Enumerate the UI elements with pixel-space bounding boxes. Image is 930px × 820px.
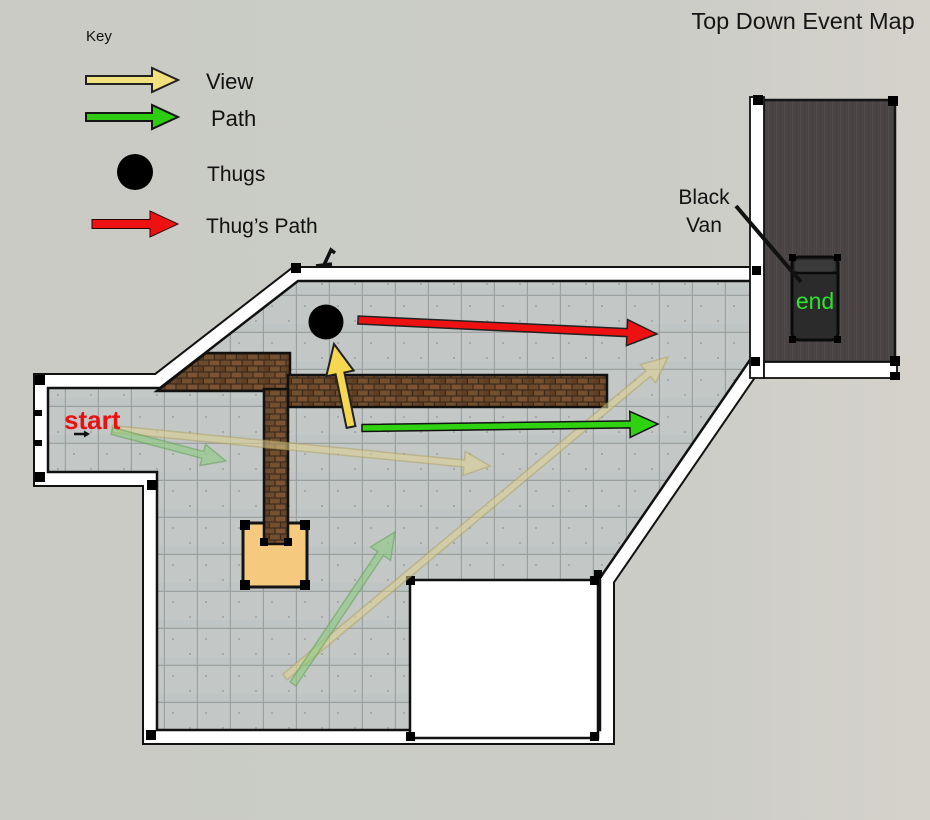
van-label-pointer-line: [734, 204, 803, 284]
thugs-circle-icon: [117, 154, 153, 190]
corner-mark: [300, 520, 310, 530]
legend-label-thugs-path: Thug’s Path: [206, 215, 318, 238]
key-legend: Key View Path Thugs Thug’s Path: [85, 28, 318, 238]
corner-mark: [406, 732, 415, 741]
corner-mark: [752, 266, 761, 275]
corner-mark: [300, 580, 310, 590]
map-text-labels: Top Down Event Map start Black Van end: [64, 8, 915, 435]
door-hinge-mark: [34, 410, 42, 416]
wall-detail-marks: [34, 247, 602, 740]
faded-view-arrow-diagonal: [281, 355, 670, 681]
corner-mark: [406, 576, 415, 585]
view-arrow-icon: [85, 66, 181, 94]
corner-mark: [240, 520, 250, 530]
thug-path-arrow: [357, 315, 659, 347]
corner-mark: [751, 357, 760, 366]
corner-mark: [590, 576, 599, 585]
white-room-floor: [408, 578, 600, 740]
legend-label-view: View: [206, 69, 253, 94]
van-label-line2: Van: [686, 214, 722, 237]
corner-mark: [284, 538, 292, 546]
faded-path-arrow-lower: [289, 530, 396, 688]
thug-marker: [308, 304, 344, 340]
corner-mark: [834, 254, 841, 261]
corner-mark: [890, 356, 900, 366]
faded-path-arrow-from-start: [110, 426, 228, 467]
van-label-line1: Black: [678, 186, 730, 209]
corner-mark: [890, 372, 900, 380]
corner-mark: [35, 472, 45, 482]
corner-mark: [147, 480, 157, 490]
wall-flag-mark: [315, 247, 337, 268]
dark-garage-room: [734, 95, 900, 380]
corner-mark: [291, 263, 301, 273]
corner-mark: [753, 95, 763, 105]
corner-mark: [35, 375, 45, 385]
van-body: [790, 255, 840, 342]
start-tick-mark: [74, 430, 90, 438]
corner-mark: [789, 254, 796, 261]
key-heading: Key: [86, 28, 112, 45]
thug-path-arrow-icon: [91, 210, 180, 238]
page-title: Top Down Event Map: [691, 8, 914, 34]
legend-label-thugs: Thugs: [207, 163, 265, 186]
brick-wall-upper-left: [153, 351, 292, 393]
van-windshield: [795, 260, 835, 272]
view-arrow-to-thug: [324, 341, 357, 430]
building-floorplan: [33, 266, 767, 745]
faded-view-arrow-from-start: [110, 424, 492, 477]
corner-mark: [888, 96, 898, 106]
door-hinge-mark: [34, 440, 42, 446]
path-arrow-icon: [85, 103, 181, 131]
corner-mark: [590, 732, 599, 741]
black-van: [789, 254, 841, 343]
dark-room-bottom-wall: [763, 361, 898, 379]
corner-mark: [594, 570, 602, 578]
corner-mark: [260, 538, 268, 546]
player-path-arrow: [361, 410, 660, 439]
corner-mark: [789, 336, 796, 343]
legend-label-path: Path: [211, 106, 256, 131]
start-label: start: [64, 405, 121, 435]
corner-mark: [834, 336, 841, 343]
corner-mark: [240, 580, 250, 590]
end-label: end: [796, 288, 834, 314]
event-markers: [308, 304, 660, 439]
brick-wall-column: [262, 387, 290, 546]
white-room: [406, 576, 600, 741]
faded-view-and-path-arrows: [110, 355, 670, 688]
corner-mark: [146, 730, 156, 740]
